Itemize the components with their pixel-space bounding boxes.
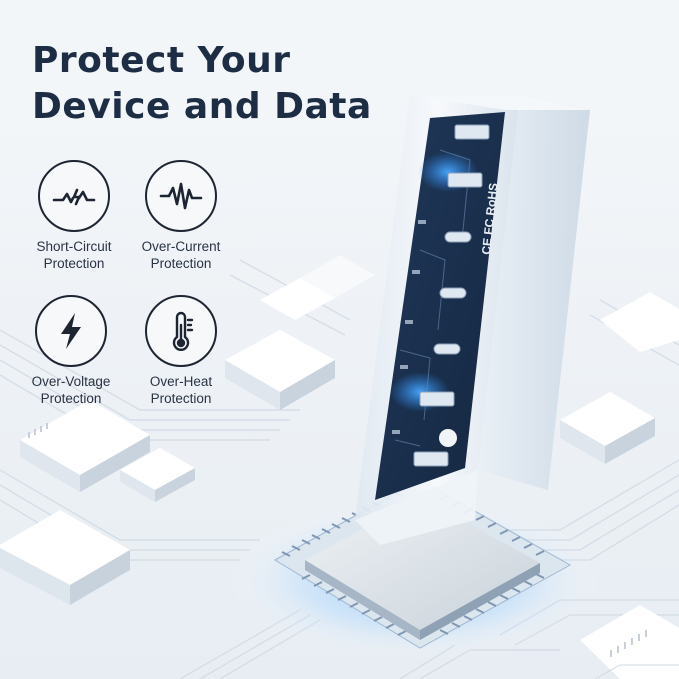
feature-over-current: Over-Current Protection <box>121 160 241 272</box>
headline-line-2: Device and Data <box>32 86 372 127</box>
lightning-bolt-icon <box>61 313 81 349</box>
processor-chip <box>274 479 572 649</box>
short-circuit-icon <box>52 188 96 206</box>
feature-label-line-1: Over-Heat <box>149 374 213 389</box>
feature-label-line-1: Over-Voltage <box>31 374 111 389</box>
feature-label-line-2: Protection <box>150 391 212 406</box>
headline: Protect Your Device and Data <box>32 38 372 130</box>
over-current-icon <box>159 182 203 210</box>
feature-over-voltage: Over-Voltage Protection <box>11 295 131 407</box>
feature-label-line-1: Over-Current <box>141 239 221 254</box>
feature-short-circuit: Short-Circuit Protection <box>14 160 134 272</box>
headline-line-1: Protect Your <box>32 40 291 81</box>
feature-label-line-1: Short-Circuit <box>36 239 112 254</box>
feature-label-line-2: Protection <box>40 391 102 406</box>
usb-hub-device: CE FC RoHS <box>355 95 590 545</box>
thermometer-icon <box>172 311 194 351</box>
feature-over-heat: Over-Heat Protection <box>121 295 241 407</box>
feature-label-line-2: Protection <box>150 256 212 271</box>
feature-label-line-2: Protection <box>43 256 105 271</box>
